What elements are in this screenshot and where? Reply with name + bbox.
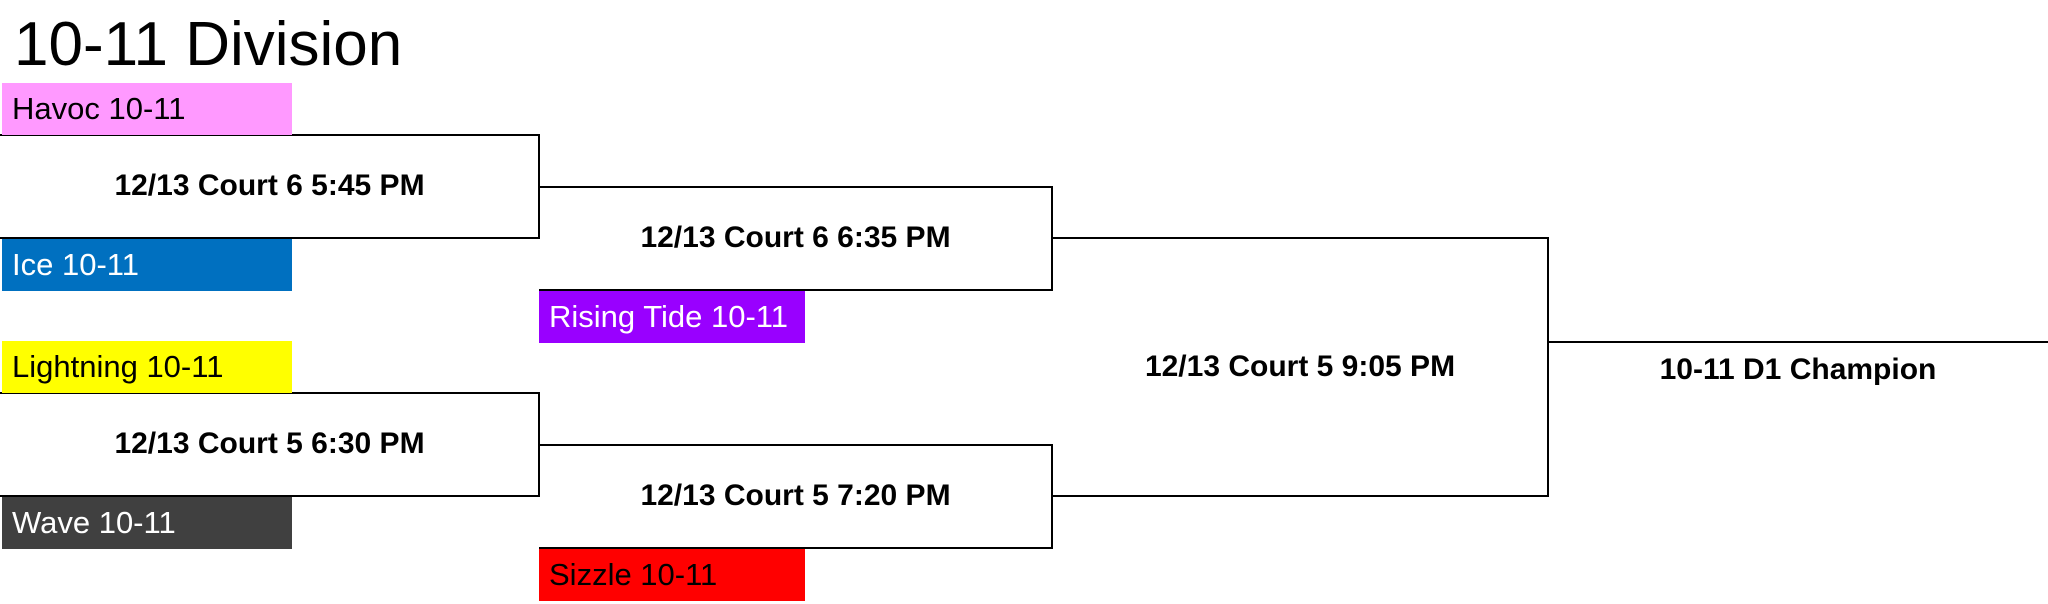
team-rising-tide: Rising Tide 10-11: [539, 291, 805, 343]
champion-label: 10-11 D1 Champion: [1659, 353, 1937, 386]
team-lightning: Lightning 10-11: [2, 341, 292, 393]
game-round1-top: 12/13 Court 6 5:45 PM: [114, 169, 425, 202]
bracket-line-final: [1052, 237, 1549, 497]
team-ice: Ice 10-11: [2, 239, 292, 291]
game-round1-bottom: 12/13 Court 5 6:30 PM: [114, 427, 425, 460]
game-final: 12/13 Court 5 9:05 PM: [1144, 350, 1456, 383]
team-sizzle: Sizzle 10-11: [539, 549, 805, 601]
game-round2-top: 12/13 Court 6 6:35 PM: [640, 221, 951, 254]
team-havoc: Havoc 10-11: [2, 83, 292, 135]
game-round2-bottom: 12/13 Court 5 7:20 PM: [640, 479, 951, 512]
page-title: 10-11 Division: [14, 10, 403, 79]
team-wave: Wave 10-11: [2, 497, 292, 549]
